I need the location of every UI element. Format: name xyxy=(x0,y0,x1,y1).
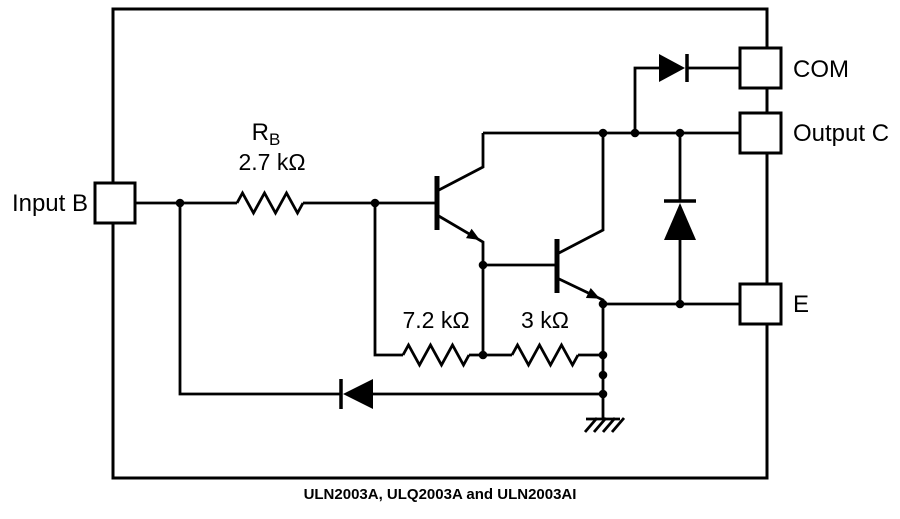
com-branch-wire xyxy=(633,66,740,133)
label-output-c: Output C xyxy=(793,120,889,147)
label-e: E xyxy=(793,291,809,318)
input-clamp-diode-icon xyxy=(339,379,373,409)
t1-collector-wire xyxy=(436,133,485,193)
pin-e xyxy=(738,282,783,326)
ground-symbol-icon xyxy=(583,417,626,433)
label-input-b: Input B xyxy=(12,190,88,217)
pin-input-b xyxy=(93,181,137,225)
junction-dots xyxy=(175,128,685,399)
ic-boundary xyxy=(111,7,769,480)
com-diode-icon xyxy=(659,54,689,82)
label-rb-value: 2.7 kΩ xyxy=(238,149,305,175)
output-clamp-diode-icon xyxy=(664,199,696,240)
t2-emitter-arrow-icon xyxy=(585,288,600,299)
t1-emitter-arrow-icon xyxy=(466,228,480,240)
pin-com xyxy=(738,46,783,90)
label-rb: RB xyxy=(252,119,281,149)
t1-emitter-wire xyxy=(436,213,485,355)
wires xyxy=(135,66,740,418)
t2-collector-wire xyxy=(556,133,605,256)
pin-output-c xyxy=(738,111,783,155)
label-7k2-value: 7.2 kΩ xyxy=(402,307,469,333)
label-3k-value: 3 kΩ xyxy=(521,307,569,333)
input-clamp-diode-wire xyxy=(178,203,603,396)
resistor-rb-symbol xyxy=(235,190,305,216)
label-com: COM xyxy=(793,56,849,83)
figure-caption: ULN2003A, ULQ2003A and ULN2003AI xyxy=(304,486,577,503)
resistor-3k-symbol xyxy=(510,342,580,368)
resistor-7k2-symbol xyxy=(401,342,471,368)
